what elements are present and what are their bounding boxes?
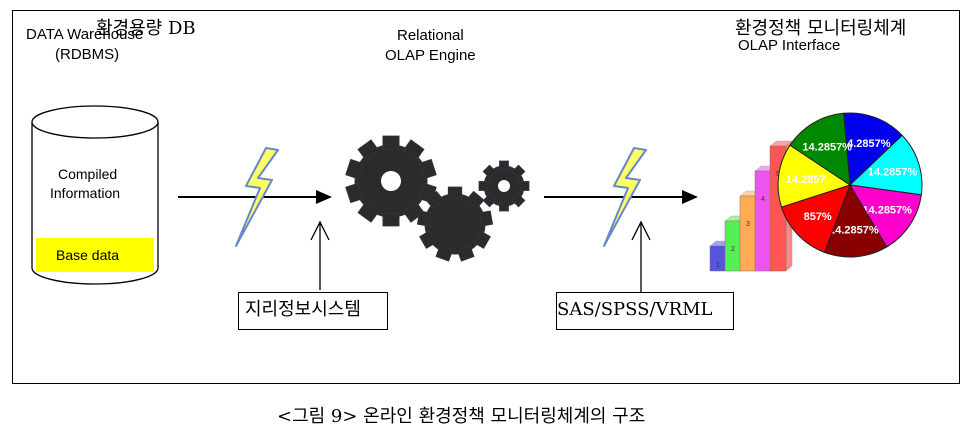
pointer-gis: [310, 220, 330, 290]
bar-label: 2: [731, 246, 735, 253]
lightning-bolt-left: [235, 147, 279, 247]
gis-label-box: 지리정보시스템: [238, 292, 388, 330]
bar-label: 3: [746, 221, 750, 228]
bar-label: 1: [716, 262, 720, 269]
pointer-sas: [631, 220, 651, 292]
pie-slice-label: 14.2857%: [862, 205, 912, 217]
bar-label: 4: [761, 196, 765, 203]
compiled-info-line1: Compiled: [58, 166, 118, 182]
pie-slice-label: 14.2857%: [841, 138, 891, 150]
arrow-right: [544, 190, 698, 204]
gear-small: [478, 160, 530, 212]
engine-label-line1: Relational: [397, 27, 464, 44]
gears-group: [345, 135, 530, 262]
pie-chart: 14.2857%14.2857%14.2857%14.2857%857%14.2…: [777, 112, 923, 258]
gear-medium: [416, 186, 494, 262]
dw-label-line1: DATA Warehouse: [26, 26, 144, 43]
pie-slice: [843, 112, 903, 187]
gear-large: [345, 135, 437, 227]
pie-slice: [777, 144, 852, 208]
pie-slice-label: 14.2857%: [802, 142, 852, 154]
pie-slice-label: 14.2857%: [868, 166, 918, 178]
pie-slice: [823, 183, 888, 258]
pie-slice-label: 14.2857: [786, 174, 826, 186]
pie-slice: [789, 112, 851, 186]
base-data-block: [36, 238, 154, 272]
pie-slice: [849, 184, 922, 248]
pie-slice-label: 14.2857%: [829, 224, 879, 236]
engine-label-line2: OLAP Engine: [385, 47, 476, 64]
arrow-left: [178, 190, 332, 204]
pie-slice-label: 857%: [804, 211, 832, 223]
compiled-info-line2: Information: [50, 185, 121, 201]
interface-korean-label: 환경정책 모니터링체계: [735, 18, 907, 39]
lightning-bolt-right: [603, 147, 647, 247]
diagram-frame: [12, 10, 960, 384]
sas-label-box: SAS/SPSS/VRML: [556, 292, 734, 330]
dw-label-line2: (RDBMS): [55, 46, 120, 63]
interface-english-label: OLAP Interface: [738, 37, 841, 54]
bar-chart: 1 2 3 4 5: [709, 140, 793, 272]
db-korean-label: 환경용량 DB: [96, 18, 196, 39]
pie-slice: [848, 134, 923, 196]
base-data-label: Base data: [56, 247, 120, 263]
bar-label: 5: [776, 171, 780, 178]
figure-caption: <그림 9> 온라인 환경정책 모니터링체계의 구조: [277, 406, 646, 427]
